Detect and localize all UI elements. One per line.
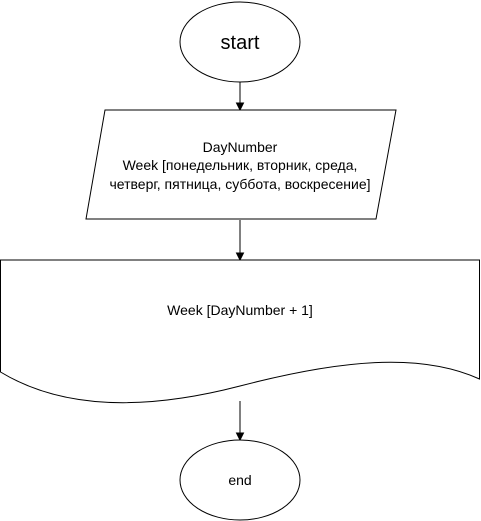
input-node[interactable]: DayNumber Week [понедельник, вторник, ср… <box>85 109 397 220</box>
edge-output-to-end <box>235 401 245 442</box>
input-node-line-3: четверг, пятница, суббота, воскресение] <box>109 176 370 192</box>
input-node-line-2: Week [понедельник, вторник, среда, <box>123 157 358 173</box>
output-node-label: Week [DayNumber + 1] <box>167 302 313 318</box>
edge-start-to-input <box>235 82 245 112</box>
end-node-label: end <box>228 472 251 488</box>
output-node[interactable]: Week [DayNumber + 1] <box>0 259 480 404</box>
end-node[interactable]: end <box>179 439 301 521</box>
start-node-label: start <box>221 32 260 54</box>
edge-input-to-output <box>235 220 245 262</box>
input-node-line-1: DayNumber <box>203 139 278 155</box>
start-node[interactable]: start <box>179 1 301 83</box>
